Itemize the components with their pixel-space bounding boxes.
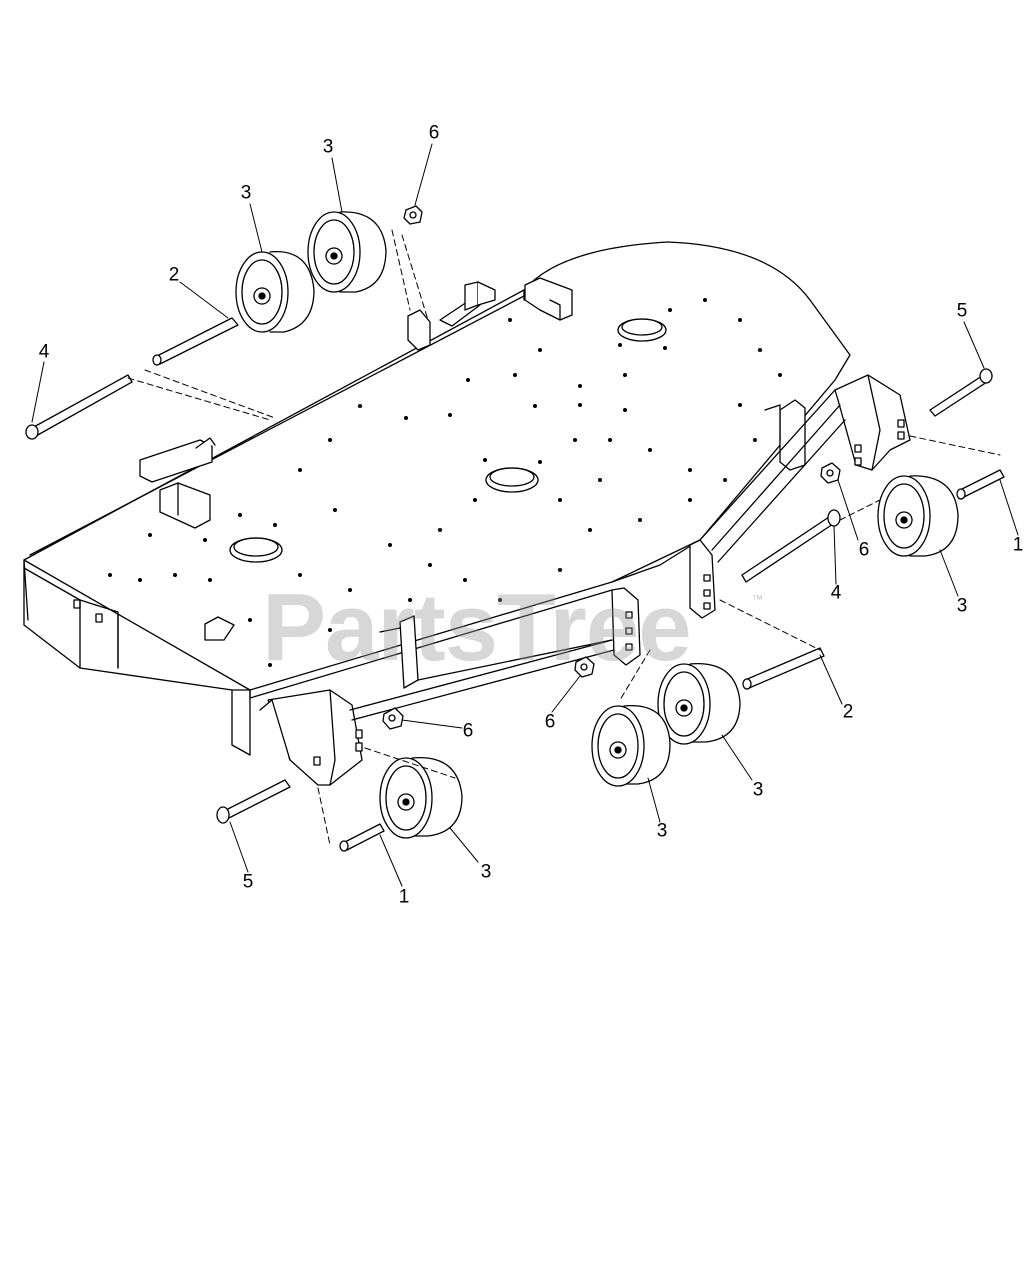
front-right-bracket <box>689 539 716 619</box>
leader-lines <box>31 143 1019 887</box>
callout-6-right: 6 <box>858 539 870 561</box>
wheels <box>235 211 959 839</box>
pins <box>25 317 1005 852</box>
trademark-mark: ™ <box>752 594 763 606</box>
callout-3-lower-center-wheel: 3 <box>656 820 668 842</box>
callout-3-top-right-wheel: 3 <box>322 136 334 158</box>
spindle-openings <box>229 318 667 563</box>
callout-6-front-center: 6 <box>544 711 556 733</box>
callout-2-top: 2 <box>168 264 180 286</box>
nuts <box>382 205 841 730</box>
front-left-bracket <box>259 689 363 786</box>
callout-5-lower-left: 5 <box>242 871 254 893</box>
callout-5-right: 5 <box>956 300 968 322</box>
assembly-lines <box>127 229 1001 846</box>
deck-bolt-holes <box>108 298 782 667</box>
callout-4-left: 4 <box>38 341 50 363</box>
callout-2-lower-right: 2 <box>842 701 854 723</box>
front-center-bracket <box>379 587 641 689</box>
callout-3-top-left-wheel: 3 <box>240 182 252 204</box>
callout-6-front-left: 6 <box>462 720 474 742</box>
arm-bars <box>349 389 846 721</box>
deck-top-plate <box>23 241 851 756</box>
callout-6-top: 6 <box>428 122 440 144</box>
left-bracket <box>139 437 235 641</box>
callout-3-right-wheel: 3 <box>956 595 968 617</box>
parts-tree-watermark: PartsTree <box>262 574 692 681</box>
callout-1-lower-left: 1 <box>398 886 410 908</box>
callout-3-lower-left-wheel: 3 <box>480 861 492 883</box>
callout-4-right: 4 <box>830 582 842 604</box>
callout-1-right: 1 <box>1012 534 1024 556</box>
rear-bracket <box>407 277 573 351</box>
callout-3-lower-right-wheel: 3 <box>752 779 764 801</box>
